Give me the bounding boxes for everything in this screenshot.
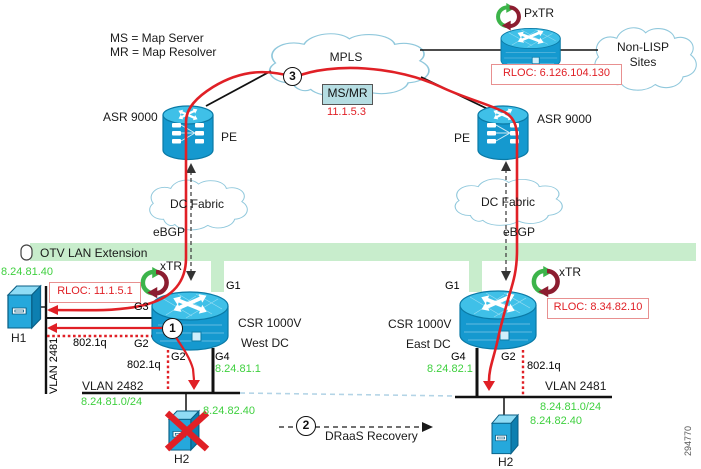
mpls-cloud-label: MPLS: [329, 50, 363, 64]
h2-west-ip-label: 8.24.82.40: [203, 405, 255, 417]
figure-number: 294770: [683, 425, 693, 456]
g4-west-ip-label: 8.24.81.1: [215, 363, 261, 375]
step1-down-line: [174, 335, 196, 381]
g4-east-ip-label: 8.24.82.1: [427, 363, 473, 375]
pe-west-role-label: PE: [221, 130, 238, 144]
g2-west-bottom-label: G2: [171, 351, 186, 363]
g1-east-label: G1: [445, 280, 460, 292]
subnet-west-label: 8.24.81.0/24: [81, 396, 143, 408]
step-2-badge: 2: [296, 416, 316, 436]
otv-lan-extension-band: [20, 243, 696, 292]
non-lisp-line1: Non-LISP: [616, 40, 670, 54]
legend: MS = Map Server MR = Map Resolver: [110, 31, 216, 59]
rloc-west-badge: RLOC: 11.1.5.1: [49, 282, 141, 303]
xtr-east-label: xTR: [559, 265, 581, 279]
h1-host: [7, 285, 42, 329]
dot1q-east-label: 802.1q: [527, 360, 561, 372]
pe-east-model-label: ASR 9000: [537, 112, 592, 126]
msmr-box: MS/MR: [322, 84, 373, 105]
otv-band-label: OTV LAN Extension: [40, 246, 148, 260]
pxtr-rloc-badge: RLOC: 6.126.104.130: [491, 64, 622, 85]
h1-label: H1: [11, 331, 27, 345]
step1-down-arrowhead: [188, 380, 200, 390]
h2-east-label: H2: [498, 455, 514, 469]
rloc-east-badge: RLOC: 8.34.82.10: [547, 298, 649, 319]
step-3-badge: 3: [283, 67, 302, 86]
h2-west-label: H2: [174, 452, 190, 466]
h2-east-host: [491, 414, 519, 455]
vlan2482-label: VLAN 2482: [82, 379, 144, 393]
pe-east-router: [478, 106, 528, 160]
non-lisp-line2: Sites: [629, 55, 657, 69]
ebgp-east-label: eBGP: [503, 225, 536, 239]
dc-fabric-west-label: DC Fabric: [169, 197, 224, 211]
subnet-east-label: 8.24.81.0/24: [540, 401, 602, 413]
g4-east-label: G4: [451, 351, 466, 363]
legend-mr: MR = Map Resolver: [110, 45, 217, 59]
lisp-traffic-path: [48, 66, 519, 382]
legend-ms: MS = Map Server: [110, 31, 204, 45]
draas-recovery-label: DRaaS Recovery: [325, 429, 418, 443]
g3-west-label: G3: [134, 301, 149, 313]
dot1q-west-bottom-label: 802.1q: [127, 359, 161, 371]
ebgp-arrowheads: [186, 161, 511, 281]
pxtr-label: PxTR: [524, 6, 554, 20]
pe-west-uplink: [205, 70, 272, 107]
g2-west-top-label: G2: [134, 338, 149, 350]
pxtr-cycle-icon: [496, 1, 521, 33]
msmr-ip: 11.1.5.3: [327, 106, 366, 118]
step1-left-arrowhead: [47, 323, 57, 333]
pe-east-role-label: PE: [454, 131, 471, 145]
draas-arrowhead: [422, 422, 433, 432]
xtr-east-icon: [534, 266, 558, 297]
xtr-west-label: xTR: [160, 259, 182, 273]
dc-fabric-east-label: DC Fabric: [480, 195, 535, 209]
h2-east-ip-label: 8.24.82.40: [530, 415, 582, 427]
ebgp-west-label: eBGP: [153, 225, 186, 239]
g4-west-label: G4: [215, 351, 230, 363]
csr-east-model-label: CSR 1000V: [388, 317, 452, 331]
otv-pipe-icon: [20, 244, 33, 261]
lisp-path-arrowhead-east: [483, 381, 495, 391]
g2-east-label: G2: [501, 351, 516, 363]
interdc-dashed-link: [239, 392, 456, 397]
g1-west-label: G1: [226, 280, 241, 292]
csr-west-model-label: CSR 1000V: [238, 316, 302, 330]
pe-west-model-label: ASR 9000: [103, 110, 158, 124]
vlan2481-west-label: VLAN 2481: [48, 337, 60, 394]
lisp-path-arrowhead-west: [47, 305, 58, 315]
step-1-badge: 1: [162, 318, 183, 339]
csr-west-site-label: West DC: [241, 336, 289, 350]
csr-west-router: [152, 291, 228, 350]
csr-east-site-label: East DC: [406, 337, 451, 351]
dot1q-west-top-label: 802.1q: [73, 337, 107, 349]
vlan2481-east-label: VLAN 2481: [545, 379, 607, 393]
h1-ip-label: 8.24.81.40: [1, 266, 53, 278]
non-lisp-sites-label: Non-LISP Sites: [593, 40, 693, 70]
failed-host-x-icon: [164, 410, 210, 452]
